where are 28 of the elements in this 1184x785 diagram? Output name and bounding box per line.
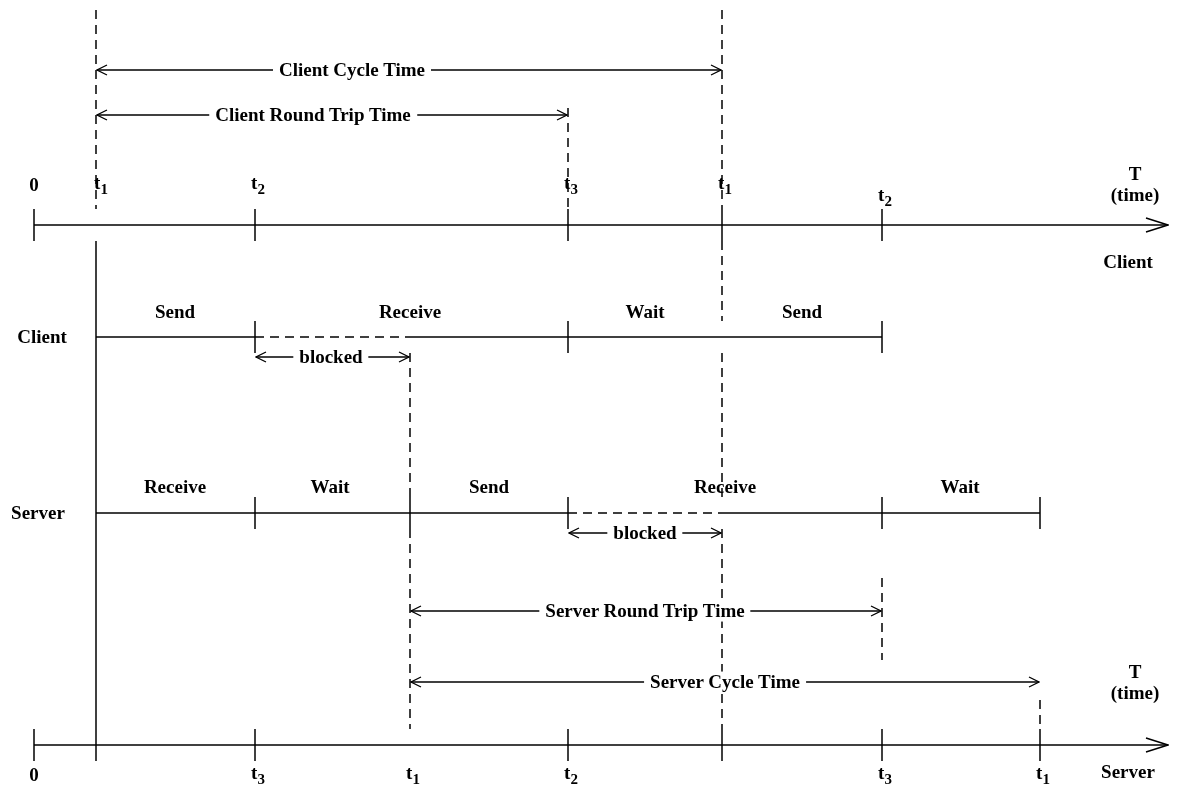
tick-label: t$_{1}$ bbox=[94, 172, 108, 198]
state-label: Send bbox=[781, 301, 823, 323]
tick-label: 0 bbox=[29, 764, 39, 785]
state-label: Wait bbox=[310, 476, 350, 498]
tick-label: 0 bbox=[29, 174, 39, 196]
state-label: Send bbox=[154, 301, 196, 323]
tick-label: t$_{3}$ bbox=[564, 172, 578, 198]
axis-label: Server bbox=[1101, 761, 1155, 783]
tick-label: t$_{2}$ bbox=[878, 184, 892, 210]
tick-label: t$_{1}$ bbox=[1036, 762, 1050, 785]
tick-label: t$_{2}$ bbox=[251, 172, 265, 198]
axis-label: Client bbox=[1103, 251, 1153, 273]
row-label: Server bbox=[11, 502, 65, 524]
tick-label: t$_{1}$ bbox=[718, 172, 732, 198]
tick-label: t$_{2}$ bbox=[564, 762, 578, 785]
row-label: Client bbox=[17, 326, 67, 348]
axis-label: T (time) bbox=[1109, 164, 1161, 206]
axis-label: T (time) bbox=[1109, 662, 1161, 704]
state-label: Receive bbox=[378, 301, 442, 323]
state-label: Receive bbox=[693, 476, 757, 498]
tick-label: t$_{3}$ bbox=[251, 762, 265, 785]
state-label: Receive bbox=[143, 476, 207, 498]
tick-label: t$_{3}$ bbox=[878, 762, 892, 785]
state-label: Wait bbox=[940, 476, 980, 498]
state-label: Wait bbox=[625, 301, 665, 323]
dimension-label: Server Cycle Time bbox=[644, 671, 806, 693]
tick-label: t$_{1}$ bbox=[406, 762, 420, 785]
state-label: Send bbox=[468, 476, 510, 498]
